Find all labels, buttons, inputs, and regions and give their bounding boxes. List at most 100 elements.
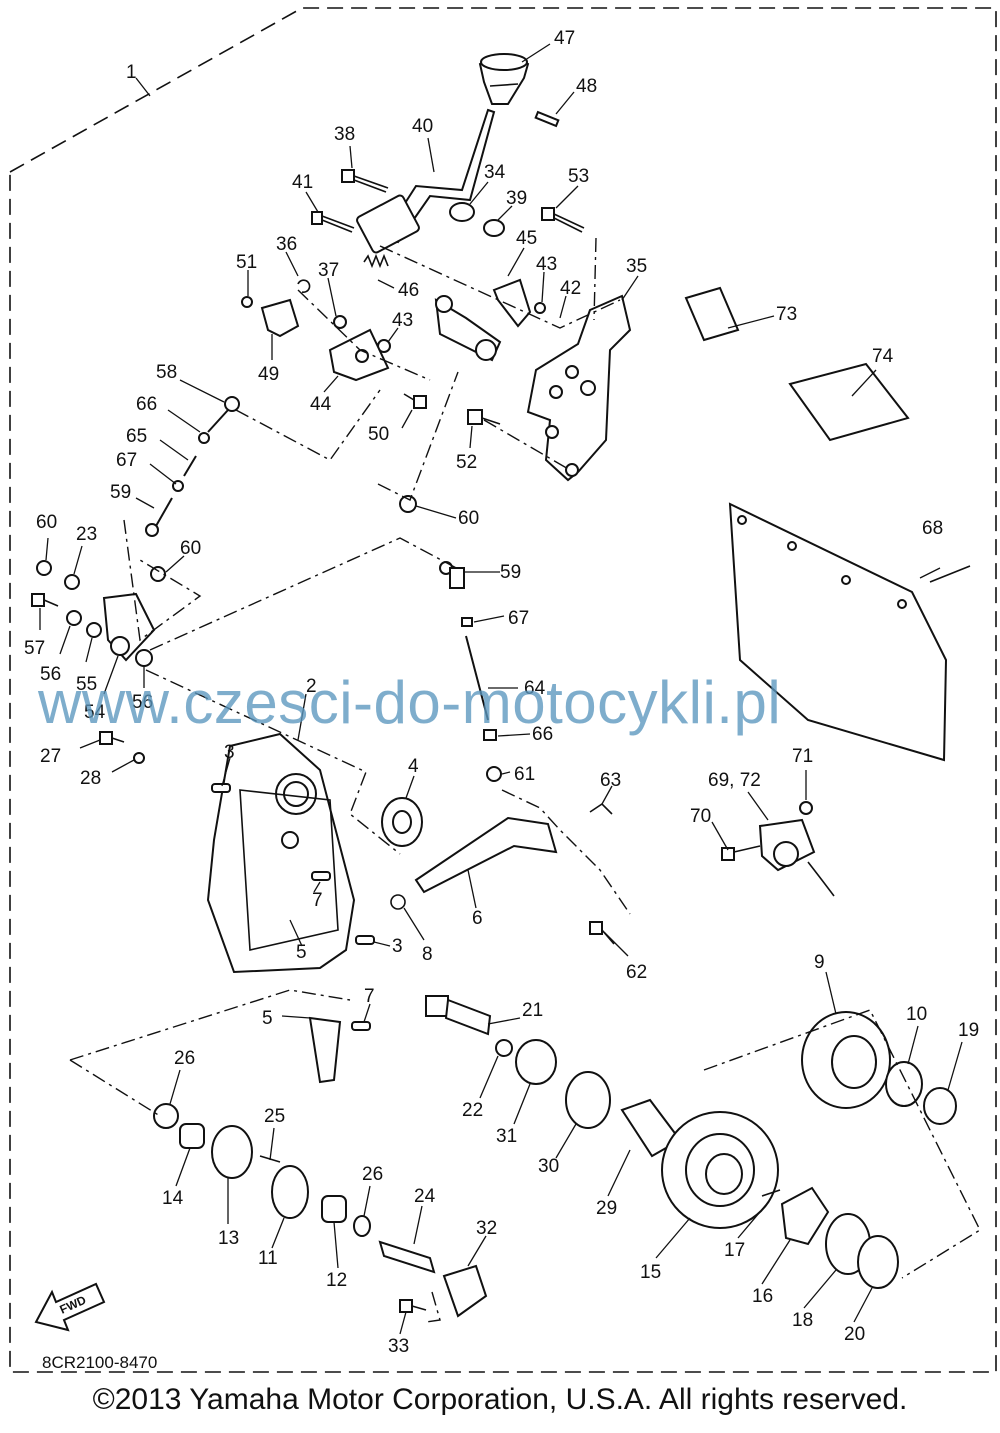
callout-24: 24: [414, 1186, 436, 1207]
callout-65: 65: [126, 426, 147, 447]
washer: [66, 610, 82, 626]
spring: [363, 253, 389, 269]
callout-30: 30: [538, 1156, 559, 1177]
callout-63: 63: [600, 770, 621, 791]
callout-54: 54: [84, 702, 106, 723]
dowel-pin: [311, 871, 331, 881]
callout-47: 47: [554, 28, 575, 49]
shift-fork-lever: [308, 1016, 342, 1084]
lock-nut: [780, 1186, 830, 1246]
callout-42: 42: [560, 278, 581, 299]
callout-39: 39: [506, 188, 527, 209]
nut: [923, 1087, 957, 1125]
callout-37: 37: [318, 260, 339, 281]
needle-bearing: [885, 1061, 923, 1107]
cam: [515, 1039, 557, 1085]
collar: [449, 202, 475, 222]
fwd-arrow-icon: FWD: [34, 1282, 106, 1332]
callout-7: 7: [364, 986, 375, 1007]
callout-69-72: 69, 72: [708, 770, 761, 791]
callout-29: 29: [596, 1198, 617, 1219]
pin: [534, 110, 560, 128]
nut: [799, 801, 813, 815]
callout-67: 67: [508, 608, 529, 629]
callout-59: 59: [110, 482, 131, 503]
callout-71: 71: [792, 746, 813, 767]
callout-66: 66: [136, 394, 157, 415]
lever-bracket: [356, 194, 420, 254]
callout-53: 53: [568, 166, 589, 187]
bolt: [31, 593, 59, 607]
watermark: www.czesci-do-motocykli.pl: [38, 669, 782, 736]
callout-10: 10: [906, 1004, 927, 1025]
callout-11: 11: [258, 1248, 278, 1269]
callout-60: 60: [180, 538, 201, 559]
bolt: [467, 409, 501, 425]
detent-lever: [492, 278, 532, 328]
bolt: [99, 731, 125, 745]
nut: [333, 315, 347, 329]
callout-8: 8: [422, 944, 433, 965]
washer: [153, 1103, 179, 1129]
callout-59: 59: [500, 562, 521, 583]
callout-45: 45: [516, 228, 537, 249]
callout-7: 7: [312, 890, 323, 911]
connection-lines: [69, 237, 981, 1323]
bearing: [179, 1123, 205, 1149]
callout-13: 13: [218, 1228, 239, 1249]
callout-6: 6: [472, 908, 483, 929]
callout-9: 9: [814, 952, 825, 973]
spring: [565, 1071, 611, 1129]
washer: [495, 1039, 513, 1057]
callout-28: 28: [80, 768, 101, 789]
nut: [241, 296, 253, 308]
gear: [211, 1125, 253, 1179]
callout-27: 27: [40, 746, 61, 767]
callout-43: 43: [392, 310, 413, 331]
callout-19: 19: [958, 1020, 979, 1041]
callout-62: 62: [626, 962, 647, 983]
bolt: [541, 207, 585, 233]
linkage-bracket: [260, 298, 300, 338]
shift-rod: [439, 561, 502, 782]
callout-50: 50: [368, 424, 389, 445]
callout-5: 5: [296, 942, 307, 963]
nut: [399, 495, 417, 513]
dowel-pin: [211, 783, 231, 793]
callout-40: 40: [412, 116, 433, 137]
washer: [135, 649, 153, 667]
callout-60: 60: [458, 508, 479, 529]
callout-73: 73: [776, 304, 797, 325]
callout-64: 64: [524, 678, 546, 699]
guard-panel: [728, 502, 948, 762]
leader-lines: [39, 43, 963, 1335]
bolt: [341, 169, 389, 193]
callout-3: 3: [224, 742, 235, 763]
callout-43: 43: [536, 254, 557, 275]
o-ring: [390, 894, 406, 910]
callout-52: 52: [456, 452, 477, 473]
callout-61: 61: [514, 764, 535, 785]
callout-56: 56: [40, 664, 61, 685]
bolt: [721, 845, 761, 861]
callout-18: 18: [792, 1310, 813, 1331]
bolt: [399, 1299, 427, 1313]
callout-31: 31: [496, 1126, 517, 1147]
callout-34: 34: [484, 162, 506, 183]
callout-23: 23: [76, 524, 97, 545]
nut: [36, 560, 52, 576]
callout-5: 5: [262, 1008, 273, 1029]
shift-shaft: [414, 816, 558, 894]
diagram-code: 8CR2100-8470: [42, 1353, 158, 1372]
bearing: [321, 1195, 347, 1223]
callout-35: 35: [626, 256, 647, 277]
bolt: [403, 393, 427, 409]
o-ring: [133, 752, 145, 764]
callout-1: 1: [126, 62, 137, 83]
callout-48: 48: [576, 76, 597, 97]
callout-numbers: 1 2 3 3 4 5 5 6 7 7 8 9 10 11 12 13 14 1…: [24, 28, 979, 1357]
nut: [534, 302, 546, 314]
callout-15: 15: [640, 1262, 661, 1283]
